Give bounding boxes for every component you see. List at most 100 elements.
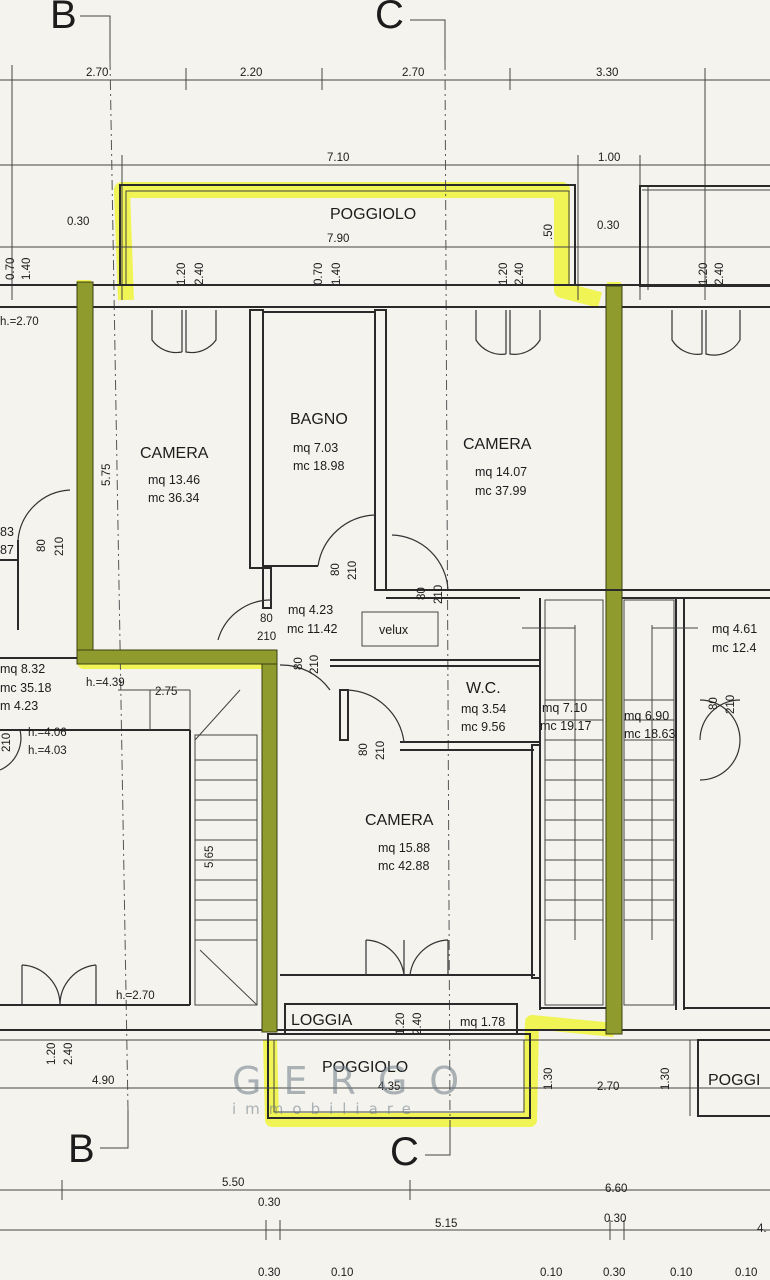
dim-text: 2.40 xyxy=(514,263,526,285)
room-stair-right: mq 6.90 mc 18.63 xyxy=(624,709,675,741)
room-neighbor-left: mq 8.32 mc 35.18 m 4.23 83 87 xyxy=(0,525,51,713)
room-stair-center: mq 7.10 mc 19.17 xyxy=(540,701,591,733)
dim-text: 7.90 xyxy=(327,233,349,245)
room-name: BAGNO xyxy=(290,411,348,428)
door-height: 210 xyxy=(309,655,321,674)
top-balcony: POGGIOLO xyxy=(119,184,770,287)
dim-text: 1.20 xyxy=(46,1043,58,1065)
dim-text: 2.40 xyxy=(714,263,726,285)
door-height: 210 xyxy=(257,631,276,643)
dim-text: 0.70 xyxy=(5,258,17,280)
room-mc: mc 35.18 xyxy=(0,681,51,695)
doors xyxy=(0,310,741,1006)
watermark-tagline: immobiliare xyxy=(232,1100,420,1118)
dim-text: 2.40 xyxy=(63,1043,75,1065)
room-mq: mq 15.88 xyxy=(378,841,430,855)
room-name: W.C. xyxy=(466,680,501,697)
dim-text: 5.65 xyxy=(204,846,216,868)
door-width: 80 xyxy=(416,587,428,600)
room-camera-right: CAMERA mq 14.07 mc 37.99 xyxy=(463,436,532,498)
dim-text: 0.10 xyxy=(540,1267,562,1279)
dim-text: 0.30 xyxy=(603,1267,625,1279)
room-wc: W.C. mq 3.54 mc 9.56 xyxy=(461,680,506,734)
dim-text: 5.50 xyxy=(222,1177,244,1189)
section-marker-b-bottom: B xyxy=(68,1127,95,1171)
room-mc: mc 36.34 xyxy=(148,491,199,505)
dim-text: 2.20 xyxy=(240,67,262,79)
door-width: 80 xyxy=(36,539,48,552)
room-mc: mc 37.99 xyxy=(475,484,526,498)
dim-text: 1.20 xyxy=(498,263,510,285)
room-mc: mc 18.98 xyxy=(293,459,344,473)
dim-text: 0.10 xyxy=(735,1267,757,1279)
dim-text: 4. xyxy=(757,1223,767,1235)
door-width: 80 xyxy=(330,563,342,576)
door-height: 210 xyxy=(433,585,445,604)
room-mc: mc 11.42 xyxy=(287,622,338,636)
room-mq: mq 4.61 xyxy=(712,622,757,636)
door-width: 80 xyxy=(358,743,370,756)
dim-text: 2.70 xyxy=(597,1081,619,1093)
door-height: 210 xyxy=(375,741,387,760)
height-text: h.=2.70 xyxy=(0,316,39,328)
bottom-dimension-lines xyxy=(0,1040,770,1240)
section-marker-b-top: B xyxy=(50,0,77,37)
boundary-walls xyxy=(76,281,623,1035)
dim-text: 0.10 xyxy=(670,1267,692,1279)
room-mc: mc 18.63 xyxy=(624,727,675,741)
dim-text: 2.40 xyxy=(194,263,206,285)
height-text: h.=4.39 xyxy=(86,677,125,689)
bottom-dimensions: 4.90 2.70 1.30 5.50 6.60 0.30 5.15 0.30 … xyxy=(46,1043,767,1279)
stairs xyxy=(194,599,698,1006)
room-mq: mq 8.32 xyxy=(0,662,45,676)
height-text: h.=4.03 xyxy=(28,745,67,757)
door-width: 80 xyxy=(260,613,273,625)
velux-label: velux xyxy=(379,623,409,637)
dim-text: 3.30 xyxy=(596,67,618,79)
window-dimensions: 0.70 1.40 1.20 2.40 0.70 1.40 1.20 2.40 … xyxy=(5,258,726,285)
height-labels: h.=2.70 h.=4.39 h.=4.06 h.=4.03 h.=2.70 … xyxy=(0,316,216,1002)
dim-text: 2.40 xyxy=(412,1013,424,1035)
room-mq: mq 14.07 xyxy=(475,465,527,479)
dim-text: 1.00 xyxy=(598,152,620,164)
dim-text: 5.15 xyxy=(435,1218,457,1230)
room-mq: mq 4.23 xyxy=(288,603,333,617)
loggia: LOGGIA mq 1.78 1.20 2.40 xyxy=(284,1003,518,1035)
room-neighbor-right: mq 4.61 mc 12.4 xyxy=(712,622,757,655)
balcony-bottom-depth: 1.30 xyxy=(543,1068,555,1090)
dim-text: 1.20 xyxy=(395,1013,407,1035)
balcony-bottom-label: POGGIOLO xyxy=(322,1059,408,1076)
dim-text: 1.20 xyxy=(698,263,710,285)
section-marker-c-top: C xyxy=(375,0,404,37)
room-camera-left: CAMERA mq 13.46 mc 36.34 xyxy=(140,445,209,505)
neighbor-balcony: POGGI xyxy=(697,1039,770,1117)
dim-text: 0.70 xyxy=(313,263,325,285)
room-labels: CAMERA mq 13.46 mc 36.34 BAGNO mq 7.03 m… xyxy=(0,411,757,873)
room-mc: mc 9.56 xyxy=(461,720,506,734)
door-height: 210 xyxy=(1,733,13,752)
room-mq: mq 7.03 xyxy=(293,441,338,455)
dim-text: 4.90 xyxy=(92,1075,114,1087)
room-bagno: BAGNO mq 7.03 mc 18.98 xyxy=(290,411,348,473)
dim-text: 0.30 xyxy=(67,216,89,228)
door-width: 80 xyxy=(708,697,720,710)
interior-walls xyxy=(0,309,770,1010)
door-width: 80 xyxy=(293,657,305,670)
dim-text: 0.30 xyxy=(258,1197,280,1209)
room-name: CAMERA xyxy=(365,812,434,829)
top-dimension-lines xyxy=(0,65,770,300)
dim-text: 2.75 xyxy=(155,686,177,698)
section-marker-c-bottom: C xyxy=(390,1130,419,1174)
room-mc: mc 12.4 xyxy=(712,641,757,655)
door-sizes: 80 210 80 210 80 210 80 210 80 210 80 21… xyxy=(1,537,737,760)
dim-text: 2.70 xyxy=(86,67,108,79)
room-mq: mq 6.90 xyxy=(624,709,669,723)
dim-text: .50 xyxy=(543,224,555,240)
door-height: 210 xyxy=(347,561,359,580)
watermark-name: GERGO xyxy=(232,1059,481,1103)
height-text: h.=4.06 xyxy=(28,727,67,739)
dim-text: 1.40 xyxy=(331,263,343,285)
room-name: CAMERA xyxy=(463,436,532,453)
room-dim-a: 83 xyxy=(0,525,14,539)
